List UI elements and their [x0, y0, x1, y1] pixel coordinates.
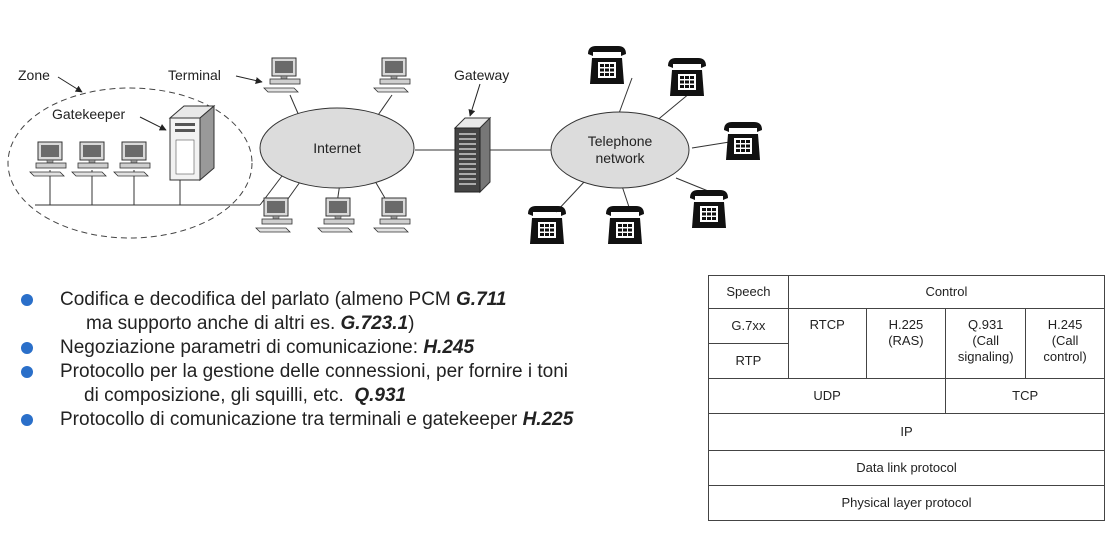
telephone-2 [668, 58, 706, 96]
bullet-dot [21, 366, 33, 378]
telephone-4 [690, 190, 728, 228]
cell-h245: H.245 (Call control) [1025, 307, 1105, 379]
telephone-5 [606, 206, 644, 244]
cell-physical: Physical layer protocol [708, 484, 1105, 522]
gateway-server [453, 116, 492, 194]
cell-speech: Speech [708, 275, 789, 309]
cell-q931: Q.931 (Call signaling) [945, 307, 1027, 379]
cell-ip: IP [708, 412, 1105, 451]
gatekeeper-label: Gatekeeper [52, 106, 125, 122]
h323-architecture-diagram: Zone Terminal Gateway Gatekeeper Interne… [7, 46, 762, 244]
telephone-6 [528, 206, 566, 244]
cell-rtcp: RTCP [787, 307, 867, 379]
h323-protocol-stack: Speech Control G.7xx RTCP H.225 (RAS) Q.… [707, 275, 1106, 522]
gatekeeper-server [168, 104, 216, 182]
terminal-bottom-2 [317, 197, 355, 233]
zone-arrow [57, 76, 83, 93]
cell-g7xx: G.7xx [708, 307, 789, 344]
telephone-label-line1: Telephone [588, 133, 653, 149]
terminal-zone-2 [71, 141, 109, 177]
gatekeeper-arrow [139, 116, 167, 131]
zone-boundary [7, 87, 253, 239]
terminal-top-1 [263, 57, 301, 93]
gateway-label: Gateway [454, 67, 509, 83]
terminal-zone-1 [29, 141, 67, 177]
terminal-arrow [235, 75, 263, 84]
bullet-codec: Codifica e decodifica del parlato (almen… [18, 288, 698, 336]
terminal-zone-3 [113, 141, 151, 177]
gateway-arrow [468, 83, 481, 117]
feature-list: Codifica e decodifica del parlato (almen… [18, 288, 698, 432]
internet-label: Internet [313, 140, 361, 156]
cell-datalink: Data link protocol [708, 449, 1105, 486]
bullet-dot [21, 414, 33, 426]
cell-rtp: RTP [708, 342, 789, 379]
bullet-connection-protocol: Protocollo per la gestione delle conness… [18, 360, 698, 408]
internet-cloud [259, 107, 415, 189]
bullet-dot [21, 342, 33, 354]
zone-label: Zone [18, 67, 50, 83]
bullet-gatekeeper-protocol: Protocollo di comunicazione tra terminal… [18, 408, 698, 432]
telephone-1 [588, 46, 626, 84]
cell-udp: UDP [707, 377, 947, 414]
telephone-network-cloud [550, 111, 690, 189]
terminal-top-2 [373, 57, 411, 93]
bullet-dot [21, 294, 33, 306]
cell-h225: H.225 (RAS) [865, 307, 947, 379]
bullet-negotiation: Negoziazione parametri di comunicazione:… [18, 336, 698, 360]
telephone-3 [724, 122, 762, 160]
cell-control: Control [787, 275, 1106, 309]
cell-tcp: TCP [945, 377, 1105, 414]
terminal-label: Terminal [168, 67, 221, 83]
terminal-bottom-3 [373, 197, 411, 233]
telephone-label-line2: network [595, 150, 645, 166]
